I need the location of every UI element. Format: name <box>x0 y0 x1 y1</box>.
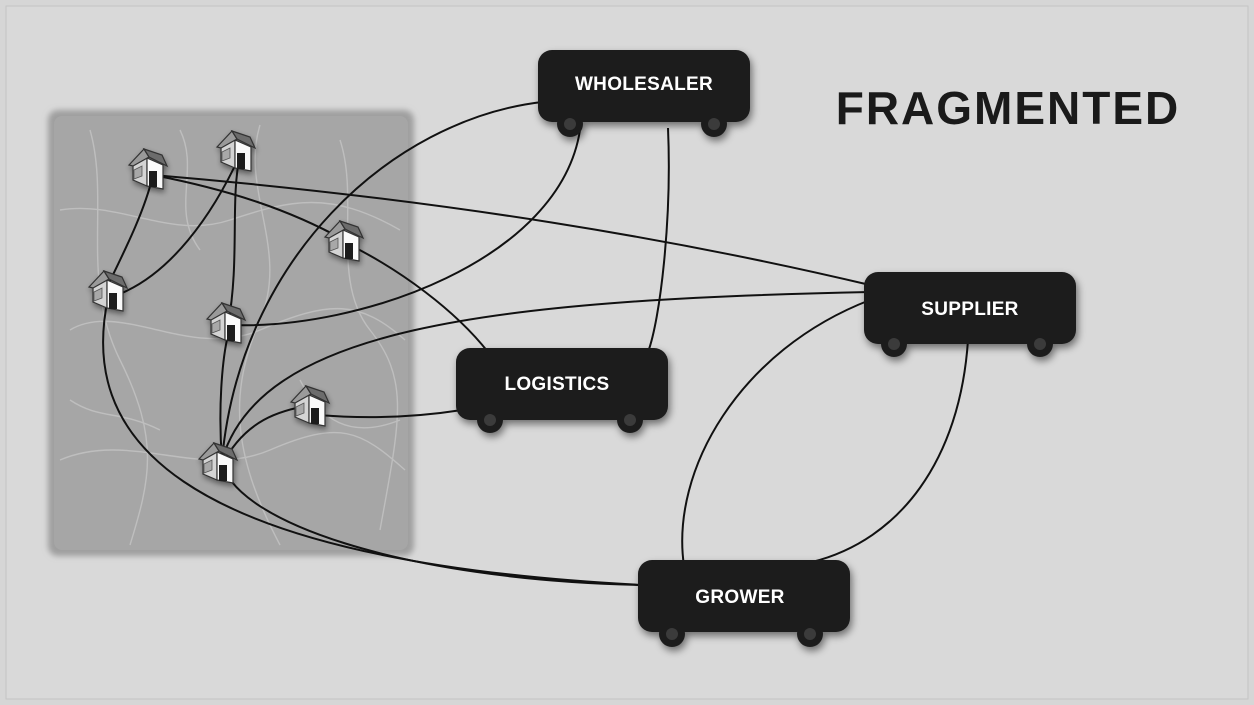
link-store4-store6 <box>219 334 229 461</box>
link-store5-grower <box>102 297 643 586</box>
grower-node: GROWER <box>638 560 850 647</box>
link-wholesaler-logistics <box>647 127 670 353</box>
link-store7-logistics <box>317 409 463 419</box>
link-store4-grower <box>221 459 643 586</box>
link-store2-store5 <box>107 154 241 299</box>
wheel-icon <box>617 407 643 433</box>
supplier-node: SUPPLIER <box>864 272 1076 357</box>
wheel-icon <box>701 111 727 137</box>
link-supplier-grower-right <box>811 339 969 563</box>
wholesaler-node: WHOLESALER <box>538 50 750 137</box>
grower-label: GROWER <box>695 587 784 608</box>
link-store1-supplier <box>152 174 871 286</box>
link-supplier-grower-left <box>681 299 871 567</box>
wheel-icon <box>881 331 907 357</box>
wholesaler-label: WHOLESALER <box>575 74 713 95</box>
logistics-node: LOGISTICS <box>456 348 668 433</box>
logistics-label: LOGISTICS <box>504 374 609 395</box>
connection-lines <box>102 101 969 586</box>
link-store3-logistics <box>349 244 489 353</box>
link-store1-store3 <box>152 174 345 241</box>
wheel-icon <box>477 407 503 433</box>
wheel-icon <box>557 111 583 137</box>
wheel-icon <box>797 621 823 647</box>
link-store4-supplier <box>221 291 871 461</box>
link-store6-wholesaler <box>229 129 581 327</box>
link-store2-store6 <box>227 154 241 326</box>
wheel-icon <box>1027 331 1053 357</box>
wheel-icon <box>659 621 685 647</box>
supplier-label: SUPPLIER <box>921 299 1018 320</box>
link-store4-wholesaler <box>221 101 543 461</box>
title: FRAGMENTED <box>836 82 1181 134</box>
